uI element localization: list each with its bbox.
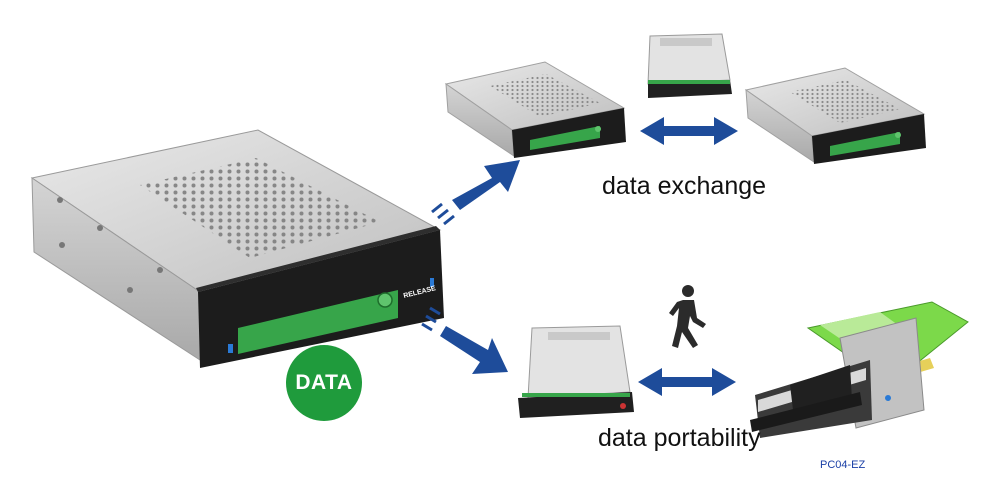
double-arrow-icon xyxy=(638,368,736,396)
enclosure-top-left xyxy=(444,61,626,158)
double-arrow-icon xyxy=(640,117,738,145)
drive-tray-top xyxy=(647,33,732,98)
data-badge: DATA xyxy=(286,345,362,421)
pcie-card xyxy=(750,301,969,438)
right-arrow-icon xyxy=(431,160,520,226)
walking-person-icon xyxy=(669,285,706,348)
main-drive-enclosure xyxy=(30,129,444,368)
drive-tray-bottom xyxy=(518,325,634,418)
enclosure-top-right xyxy=(744,67,926,164)
model-code: PC04-EZ xyxy=(820,459,866,471)
data-exchange-label: data exchange xyxy=(602,172,767,200)
data-portability-label: data portability xyxy=(598,424,761,452)
right-arrow-icon xyxy=(421,306,508,374)
